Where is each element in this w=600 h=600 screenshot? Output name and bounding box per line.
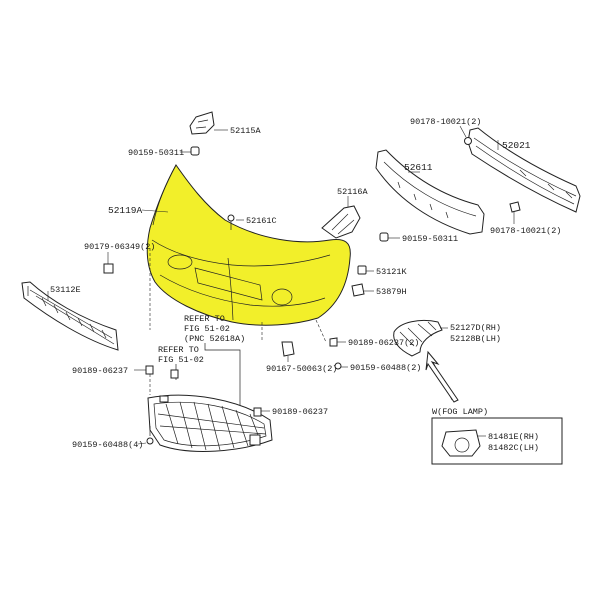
refer1-line1: REFER TO	[184, 314, 225, 324]
bracket-52116A[interactable]	[321, 205, 361, 239]
label-53112E: 53112E	[50, 285, 81, 295]
clip-90189-06237-left[interactable]	[145, 365, 154, 375]
clip-90159-50311-mid[interactable]	[379, 232, 389, 242]
fog-lamp-opening-right	[271, 288, 293, 306]
bumper-top-edge	[152, 164, 177, 226]
refer1-bracket	[204, 343, 241, 440]
refer1-line3: (PNC 52618A)	[184, 334, 245, 344]
under-grille-tray[interactable]	[147, 394, 273, 452]
label-81481E: 81481E(RH)	[488, 432, 539, 442]
bumper-lower-crease	[159, 274, 326, 307]
bumper-center-seam	[227, 257, 234, 321]
clip-90189-06237-right[interactable]	[329, 337, 338, 347]
label-90159-60488-left: 90159-60488(4)	[72, 440, 143, 450]
label-53121K: 53121K	[376, 267, 408, 277]
clip-53121K[interactable]	[357, 265, 367, 275]
refer2-line2: FIG 51-02	[158, 355, 204, 365]
label-52115A: 52115A	[230, 126, 262, 136]
label-90159-50311-mid: 90159-50311	[402, 234, 458, 244]
label-52021: 52021	[502, 140, 531, 151]
bumper-cover-shape	[146, 164, 351, 326]
bolt-90178-10021-bot[interactable]	[509, 201, 521, 213]
label-52119A: 52119A	[108, 205, 143, 216]
fog-lamp-opening-left	[167, 254, 193, 270]
clip-90189-06237-middle[interactable]	[253, 407, 262, 417]
label-52161C: 52161C	[246, 216, 277, 226]
label-90178-10021-bot: 90178-10021(2)	[490, 226, 561, 236]
clip-lower-center[interactable]	[170, 369, 179, 379]
label-53879H: 53879H	[376, 287, 407, 297]
label-90179-06349: 90179-06349(2)	[84, 242, 155, 252]
nut-90179-06349[interactable]	[103, 263, 114, 274]
front-bumper-cover[interactable]	[146, 164, 351, 326]
clip-90167-50063[interactable]	[281, 341, 295, 357]
bumper-crease-line	[151, 239, 331, 267]
label-52128B: 52128B(LH)	[450, 334, 501, 344]
bracket-52115A[interactable]	[189, 111, 215, 135]
screw-90159-60488-right[interactable]	[334, 362, 342, 370]
absorber-52611[interactable]	[375, 149, 485, 235]
label-52611: 52611	[404, 162, 433, 173]
screw-90159-60488-left[interactable]	[146, 426, 154, 445]
screw-52161C[interactable]	[227, 214, 235, 230]
clip-53879H[interactable]	[351, 283, 365, 297]
fog-lamp-bezel-81481E[interactable]	[441, 429, 481, 457]
label-90189-06237-left: 90189-06237	[72, 366, 128, 376]
label-90167-50063: 90167-50063(2)	[266, 364, 337, 374]
label-52127D: 52127D(RH)	[450, 323, 501, 333]
label-81482C: 81482C(LH)	[488, 443, 539, 453]
refer2-line1: REFER TO	[158, 345, 199, 355]
label-90178-10021-top: 90178-10021(2)	[410, 117, 481, 127]
reinforcement-52021[interactable]	[467, 127, 581, 213]
label-90189-06237-middle: 90189-06237	[272, 407, 328, 417]
label-52116A: 52116A	[337, 187, 369, 197]
bolt-90178-10021-top[interactable]	[464, 137, 472, 145]
fog-cover-52127D[interactable]	[393, 319, 443, 357]
refer1-line2: FIG 51-02	[184, 324, 230, 334]
label-90189-06237-right: 90189-06237(2)	[348, 338, 419, 348]
clip-90159-50311-top[interactable]	[190, 146, 200, 156]
label-90159-50311-top: 90159-50311	[128, 148, 184, 158]
label-fog-lamp: W(FOG LAMP)	[432, 407, 488, 417]
fog-lamp-arrow	[425, 350, 459, 403]
grille-opening-edge	[194, 267, 263, 301]
label-90159-60488-right: 90159-60488(2)	[350, 363, 421, 373]
